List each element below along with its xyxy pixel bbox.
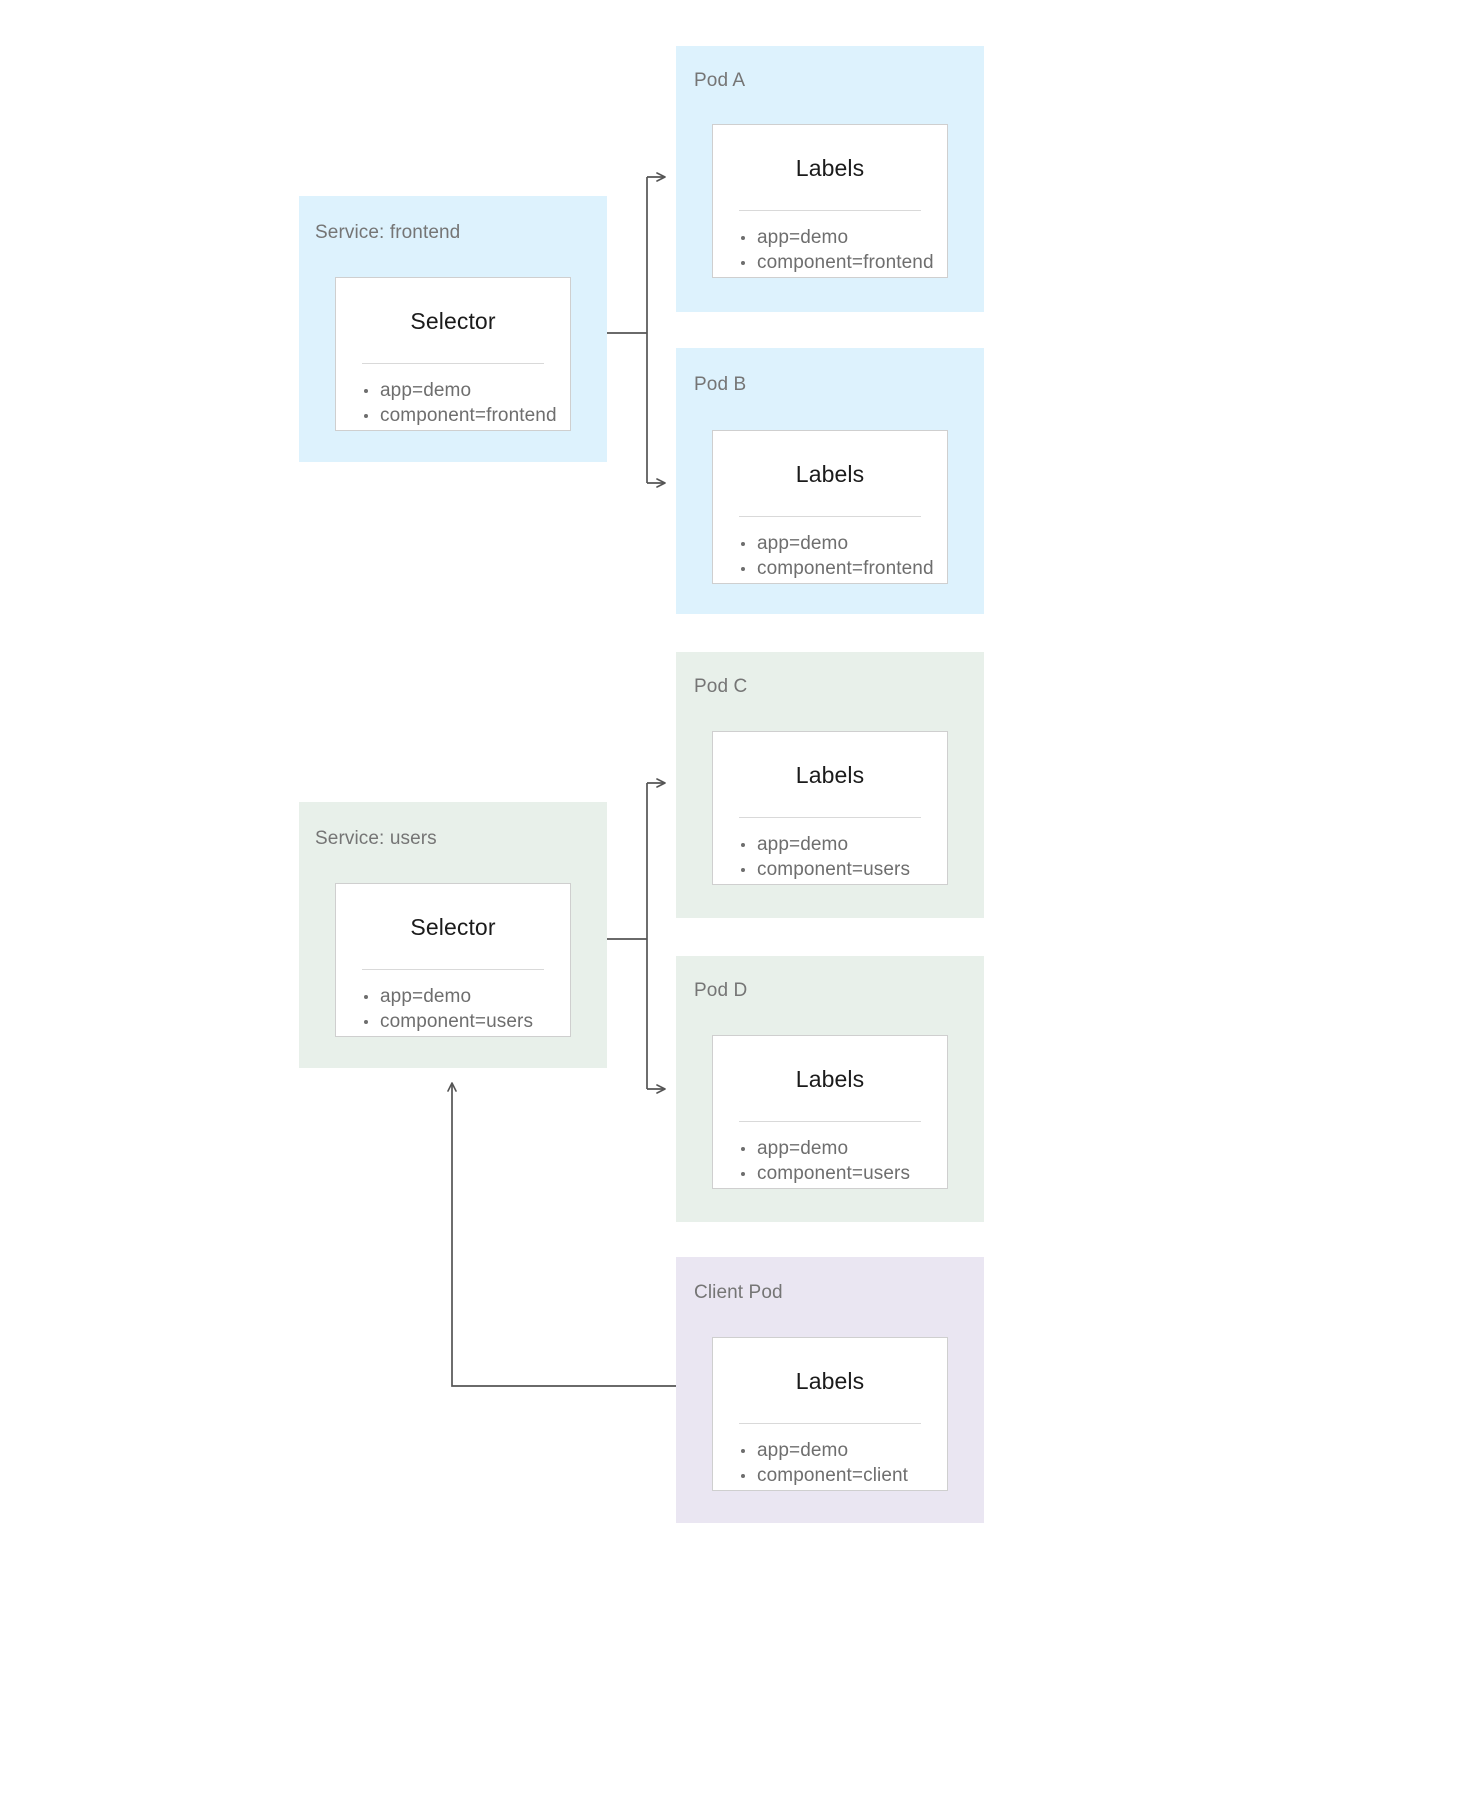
group-title-pod-d: Pod D (694, 980, 748, 1001)
group-pod-a[interactable]: Pod A Labels app=demo component=frontend (676, 46, 984, 312)
labels-card-client-pod[interactable]: Labels app=demo component=client (712, 1337, 948, 1491)
selector-list-frontend: app=demo component=frontend (336, 364, 570, 428)
selector-card-frontend[interactable]: Selector app=demo component=frontend (335, 277, 571, 431)
connector-frontend-fork (607, 172, 666, 488)
card-title-labels-pod-b: Labels (795, 461, 865, 487)
group-title-pod-a: Pod A (694, 70, 746, 91)
card-title-labels-client-pod: Labels (795, 1368, 865, 1394)
card-divider (739, 210, 921, 211)
card-divider (362, 363, 544, 364)
card-title-labels-pod-d: Labels (795, 1066, 865, 1092)
list-item: app=demo (364, 984, 570, 1009)
card-title-selector-frontend: Selector (410, 308, 496, 334)
group-title-pod-b: Pod B (694, 374, 747, 395)
list-item: app=demo (364, 378, 570, 403)
card-divider (739, 1121, 921, 1122)
list-item: component=client (741, 1463, 947, 1488)
labels-list-pod-c: app=demo component=users (713, 818, 947, 882)
group-title-service-users: Service: users (315, 828, 437, 849)
labels-list-pod-d: app=demo component=users (713, 1122, 947, 1186)
connector-client-to-users (447, 1082, 676, 1387)
card-divider (739, 516, 921, 517)
labels-card-pod-a[interactable]: Labels app=demo component=frontend (712, 124, 948, 278)
card-title-selector-users: Selector (410, 914, 496, 940)
card-title-labels-pod-c: Labels (795, 762, 865, 788)
group-title-client-pod: Client Pod (694, 1282, 783, 1303)
labels-list-client-pod: app=demo component=client (713, 1424, 947, 1488)
list-item: component=frontend (364, 403, 570, 428)
group-title-pod-c: Pod C (694, 676, 748, 697)
list-item: component=users (741, 857, 947, 882)
card-divider (362, 969, 544, 970)
labels-list-pod-a: app=demo component=frontend (713, 211, 947, 275)
card-title-labels-pod-a: Labels (795, 155, 865, 181)
card-divider (739, 817, 921, 818)
list-item: component=users (741, 1161, 947, 1186)
card-divider (739, 1423, 921, 1424)
labels-card-pod-b[interactable]: Labels app=demo component=frontend (712, 430, 948, 584)
list-item: component=users (364, 1009, 570, 1034)
labels-list-pod-b: app=demo component=frontend (713, 517, 947, 581)
group-pod-d[interactable]: Pod D Labels app=demo component=users (676, 956, 984, 1222)
connector-users-fork (607, 778, 666, 1094)
list-item: app=demo (741, 1438, 947, 1463)
group-service-frontend[interactable]: Service: frontend Selector app=demo comp… (299, 196, 607, 462)
labels-card-pod-d[interactable]: Labels app=demo component=users (712, 1035, 948, 1189)
group-client-pod[interactable]: Client Pod Labels app=demo component=cli… (676, 1257, 984, 1523)
selector-list-users: app=demo component=users (336, 970, 570, 1034)
list-item: app=demo (741, 531, 947, 556)
list-item: app=demo (741, 225, 947, 250)
list-item: app=demo (741, 1136, 947, 1161)
list-item: component=frontend (741, 556, 947, 581)
labels-card-pod-c[interactable]: Labels app=demo component=users (712, 731, 948, 885)
group-title-service-frontend: Service: frontend (315, 222, 461, 243)
list-item: app=demo (741, 832, 947, 857)
group-pod-c[interactable]: Pod C Labels app=demo component=users (676, 652, 984, 918)
group-pod-b[interactable]: Pod B Labels app=demo component=frontend (676, 348, 984, 614)
list-item: component=frontend (741, 250, 947, 275)
selector-card-users[interactable]: Selector app=demo component=users (335, 883, 571, 1037)
group-service-users[interactable]: Service: users Selector app=demo compone… (299, 802, 607, 1068)
